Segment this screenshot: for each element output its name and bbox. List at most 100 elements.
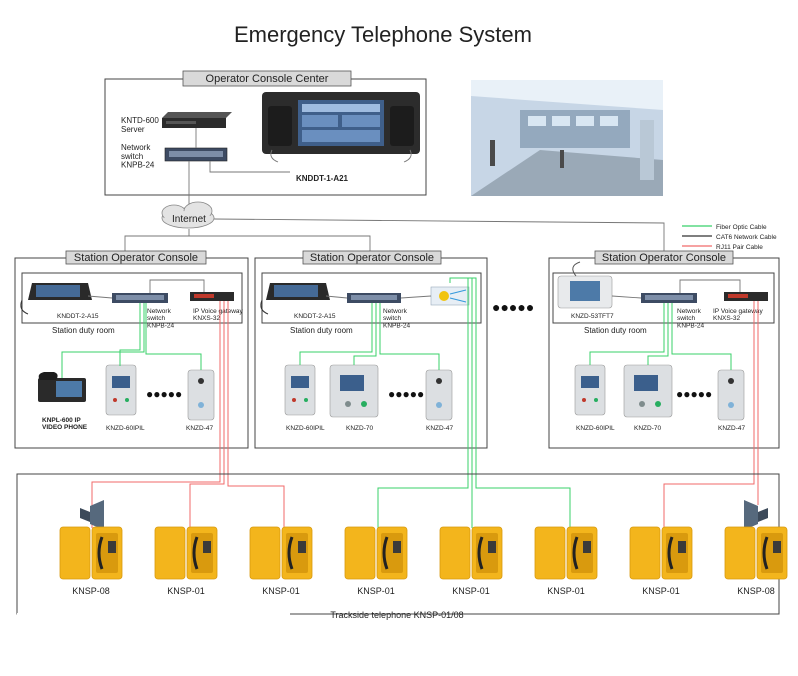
station1-switch-gateway-link — [149, 279, 205, 293]
station1-video-phone-icon — [38, 372, 86, 402]
trackside-fiber-1 — [377, 475, 469, 528]
station2-fiber-splitter-icon — [430, 286, 470, 306]
station3-fiber-a — [589, 303, 665, 365]
internet-station3-link — [213, 218, 665, 262]
keypad-icon — [583, 541, 591, 553]
station3-device3-label: KNZD-47 — [718, 425, 745, 432]
station1-tab — [65, 250, 207, 265]
station1-device2-label: KNZD-60IPIL — [106, 425, 145, 432]
station2-desk-console-icon — [260, 283, 330, 315]
station3-device2-label: KNZD-70 — [634, 425, 661, 432]
station2-fiber-f — [458, 277, 477, 475]
trackside-rj11-1 — [91, 475, 221, 528]
operator-console-icon — [262, 92, 420, 163]
horn-speaker-icon-left — [80, 500, 104, 530]
station-ellipsis: ●●●●● — [492, 299, 534, 315]
keypad-icon — [203, 541, 211, 553]
keypad-icon — [298, 541, 306, 553]
station1-desk-console-icon — [20, 283, 92, 315]
phone-cabinet-door — [534, 526, 566, 580]
trackside-rj11-2 — [189, 475, 225, 528]
station2-fiber-e — [454, 277, 473, 475]
trackside-phone-3: KNSP-01 — [249, 526, 313, 596]
trackside-phone-8: KNSP-08 — [724, 526, 788, 596]
station3-tft-console-icon — [557, 261, 613, 309]
station3-switch-icon — [641, 293, 697, 303]
station1-gateway-icon — [190, 292, 234, 301]
trackside-phone-label: KNSP-08 — [737, 586, 775, 596]
phone-cabinet-door — [439, 526, 471, 580]
station3-tab — [594, 250, 734, 265]
station1-device3-label: KNZD-47 — [186, 425, 213, 432]
station2-tab — [302, 250, 442, 265]
station1-fiber-c — [145, 303, 202, 370]
phone-cabinet-door — [344, 526, 376, 580]
station3-console-switch-link — [611, 295, 642, 299]
station3-fiber-b — [647, 303, 669, 365]
keypad-icon — [108, 541, 116, 553]
keypad-icon — [678, 541, 686, 553]
station3-room-label: Station duty room — [584, 326, 647, 335]
station1-dots: ●●●●● — [146, 387, 182, 401]
metro-station-photo — [471, 80, 663, 196]
station1-console-model: KNDDT-2-A15 — [57, 313, 99, 320]
station3-fiber-c — [671, 303, 732, 370]
station1-room-label: Station duty room — [52, 326, 115, 335]
legend-fiber-label: Fiber Optic Cable — [716, 224, 767, 231]
station1-duty-room — [21, 272, 243, 324]
handset-icon — [192, 536, 199, 570]
trackside-phone-label: KNSP-01 — [452, 586, 490, 596]
trackside-rj11-3 — [227, 475, 285, 528]
station3-device1-label: KNZD-60IPIL — [576, 425, 615, 432]
operator-center-header: Operator Console Center — [206, 73, 329, 85]
station3-gateway-icon — [724, 292, 768, 301]
operator-center-tab — [182, 70, 352, 87]
phone-cabinet-door — [59, 526, 91, 580]
station2-console-switch-link — [325, 295, 348, 299]
station1-help-point-icon — [105, 364, 137, 416]
station2-fiber-d — [449, 277, 469, 475]
station2-console-model: KNDDT-2-A15 — [294, 313, 336, 320]
station2-intercom-icon — [425, 369, 453, 421]
internet-label: Internet — [172, 214, 206, 225]
station3-intercom-icon — [717, 369, 745, 421]
trackside-phone-label: KNSP-01 — [262, 586, 300, 596]
handset-icon — [762, 536, 769, 570]
trackside-caption: Trackside telephone KNSP-01/08 — [330, 610, 463, 620]
internet-station2-link — [188, 229, 371, 262]
trackside-phone-6: KNSP-01 — [534, 526, 598, 596]
trackside-phone-label: KNSP-08 — [72, 586, 110, 596]
station-console-1: Station Operator Console KNDDT-2-A15 Net… — [14, 250, 249, 475]
station-console-3: Station Operator Console KNZD-53TFT7 Net… — [548, 250, 780, 475]
trackside-phone-label: KNSP-01 — [357, 586, 395, 596]
station1-switch-icon — [112, 293, 168, 303]
station2-switch-icon — [347, 293, 401, 303]
station3-help-point-icon — [574, 364, 606, 416]
horn-speaker-icon-right — [744, 500, 768, 530]
station2-fiber-c — [379, 303, 440, 370]
handset-icon — [382, 536, 389, 570]
trackside-phone-2: KNSP-01 — [154, 526, 218, 596]
trackside-rj11-4 — [663, 475, 755, 528]
handset-icon — [667, 536, 674, 570]
trackside-phone-5: KNSP-01 — [439, 526, 503, 596]
cable-legend: Fiber Optic Cable CAT6 Network Cable RJ1… — [682, 224, 777, 251]
station2-device1-label: KNZD-60IPIL — [286, 425, 325, 432]
station2-video-help-point-icon — [329, 364, 379, 418]
station2-device3-label: KNZD-47 — [426, 425, 453, 432]
phone-cabinet-door — [249, 526, 281, 580]
legend-rj11-label: RJ11 Pair Cable — [716, 244, 763, 251]
station2-room-label: Station duty room — [290, 326, 353, 335]
station2-help-point-icon — [284, 364, 316, 416]
station3-video-help-point-icon — [623, 364, 673, 418]
